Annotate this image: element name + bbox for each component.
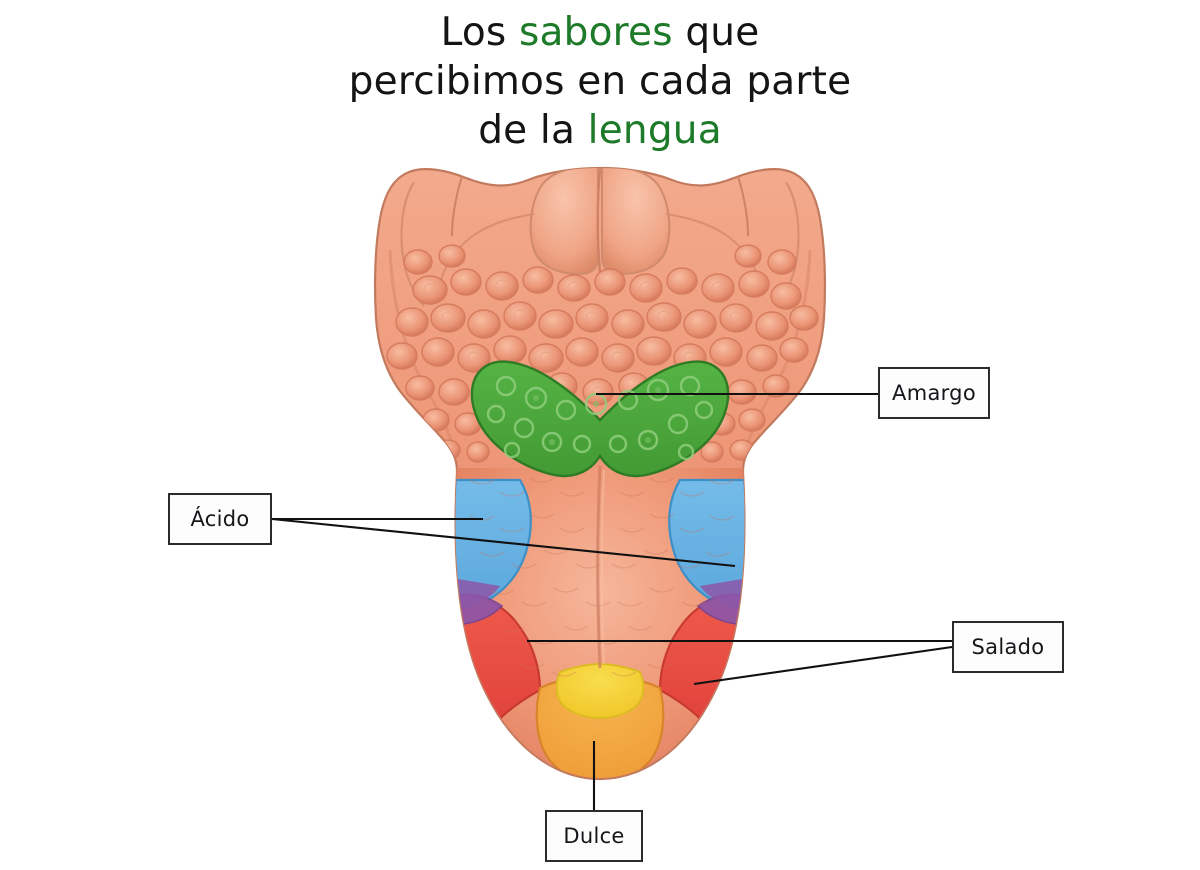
circumvallate-papillae [486, 375, 714, 461]
zone-amargo[interactable] [470, 360, 730, 478]
label-text-salado: Salado [971, 635, 1045, 659]
label-text-amargo: Amargo [892, 381, 976, 405]
zone-dulce[interactable] [535, 662, 665, 784]
epiglottis-left-lobe [529, 168, 599, 276]
papilla-centers [533, 387, 661, 445]
zone-overlap-right-upper [700, 578, 745, 610]
zone-acido-right[interactable] [668, 478, 749, 612]
left-palatoglossal-fold [439, 213, 535, 285]
right-horn-notch [737, 175, 749, 237]
zone-amargo-shape[interactable] [470, 360, 730, 478]
zone-acido-left[interactable] [451, 478, 532, 612]
tongue-body-group [373, 166, 827, 784]
label-box-dulce[interactable]: Dulce [545, 810, 643, 862]
epiglottis-midline [596, 169, 602, 273]
right-palatoglossal-fold [665, 213, 761, 285]
epiglottis-group [388, 168, 812, 457]
label-text-dulce: Dulce [563, 824, 625, 848]
connector-salado-right [693, 645, 953, 686]
label-box-salado[interactable]: Salado [952, 621, 1064, 673]
zone-overlap-left-upper [455, 578, 500, 610]
connector-acido-right [271, 517, 736, 568]
median-sulcus [596, 465, 602, 669]
zone-dulce-inner [555, 662, 645, 720]
connector-lines [271, 392, 953, 810]
label-box-amargo[interactable]: Amargo [878, 367, 990, 419]
left-horn-notch [451, 175, 463, 237]
label-box-acido[interactable]: Ácido [168, 493, 272, 545]
label-text-acido: Ácido [190, 507, 250, 531]
zone-acido[interactable] [451, 478, 749, 612]
